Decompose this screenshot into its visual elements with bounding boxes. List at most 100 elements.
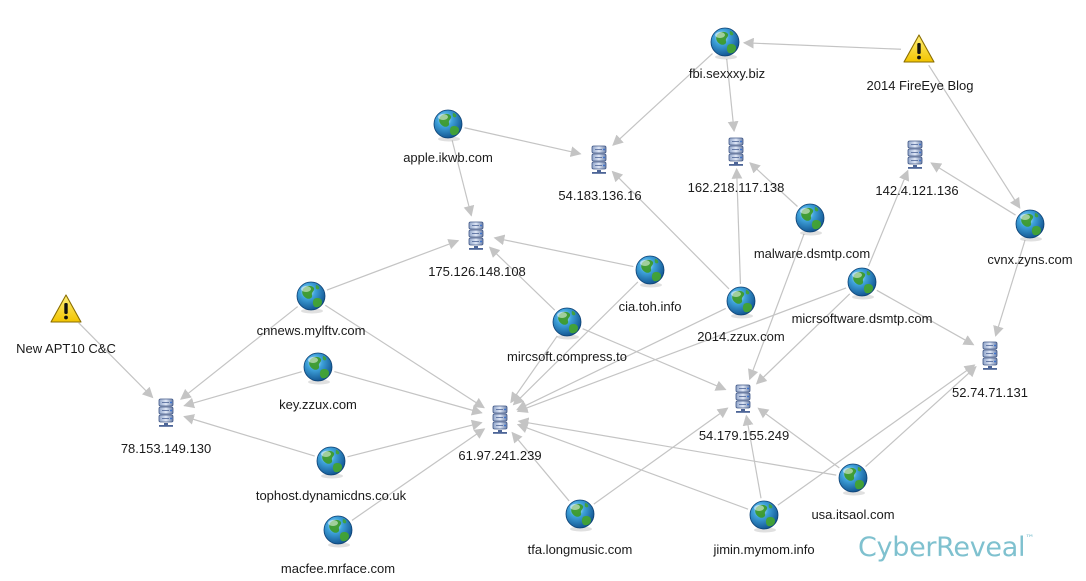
node-jimin[interactable]: jimin.mymom.info (712, 500, 815, 557)
node-label: malware.dsmtp.com (754, 246, 870, 261)
server-icon (735, 384, 751, 413)
edge-fbi-to-ip54183 (612, 53, 713, 146)
edge-cia-to-ip175 (493, 234, 634, 268)
node-label: tophost.dynamicdns.co.uk (256, 488, 407, 503)
globe-icon (795, 203, 825, 236)
node-ip54179[interactable]: 54.179.155.249 (699, 384, 789, 443)
cyberreveal-logo: CyberReveal™ (858, 532, 1034, 563)
node-tfa[interactable]: tfa.longmusic.com (528, 499, 633, 557)
node-ip78[interactable]: 78.153.149.130 (121, 398, 211, 456)
node-label: 54.179.155.249 (699, 428, 789, 443)
node-fbi[interactable]: fbi.sexxxy.biz (689, 27, 765, 81)
node-label: tfa.longmusic.com (528, 542, 633, 557)
node-malware[interactable]: malware.dsmtp.com (754, 203, 870, 261)
edge-micrsoftd-to-ip61 (516, 287, 847, 413)
node-label: cia.toh.info (619, 299, 682, 314)
globe-icon (552, 307, 582, 340)
server-icon (728, 137, 744, 166)
globe-icon (323, 515, 353, 548)
edge-fireeye-to-cvnx (928, 64, 1021, 209)
node-ip5274[interactable]: 52.74.71.131 (952, 341, 1028, 400)
edge-malware-to-ip54179 (748, 233, 805, 381)
edge-mircsoft-to-ip54179 (582, 328, 727, 391)
edge-keyzzux-to-ip78 (183, 371, 302, 409)
node-fireeye[interactable]: 2014 FireEye Blog (867, 34, 974, 93)
globe-icon (635, 255, 665, 288)
edge-keyzzux-to-ip61 (334, 371, 483, 416)
edge-cvnx-to-ip142 (930, 162, 1016, 216)
edge-usa-to-ip61 (517, 417, 837, 476)
node-ip142[interactable]: 142.4.121.136 (875, 140, 959, 198)
server-icon (158, 398, 174, 427)
server-icon (591, 145, 607, 174)
edge-fireeye-to-fbi (742, 37, 902, 50)
node-mircsoft[interactable]: mircsoft.compress.to (507, 307, 627, 364)
globe-icon (1015, 209, 1045, 242)
globe-icon (565, 499, 595, 532)
node-label: 2014.zzux.com (697, 329, 784, 344)
node-label: 175.126.148.108 (428, 264, 526, 279)
edge-jimin-to-ip5274 (777, 364, 976, 506)
edge-cnnews-to-ip78 (180, 306, 299, 400)
edge-tophost-to-ip61 (347, 419, 483, 458)
node-keyzzux[interactable]: key.zzux.com (279, 352, 357, 412)
edge-mircsoft-to-ip61 (510, 335, 558, 404)
edge-usa-to-ip5274 (865, 366, 977, 468)
node-label: 54.183.136.16 (558, 188, 641, 203)
edge-micrsoftd-to-ip54179 (755, 293, 851, 385)
node-label: apple.ikwb.com (403, 150, 493, 165)
node-macfee[interactable]: macfee.mrface.com (281, 515, 395, 576)
node-label: 2014 FireEye Blog (867, 78, 974, 93)
edge-cvnx-to-ip5274 (993, 240, 1026, 337)
server-icon (468, 221, 484, 250)
edge-jimin-to-ip54179 (742, 414, 762, 499)
node-label: micrsoftware.dsmtp.com (792, 311, 933, 326)
edges (78, 37, 1026, 521)
edge-zzux2014-to-ip162 (731, 167, 743, 285)
node-apt10[interactable]: New APT10 C&C (16, 294, 116, 356)
server-icon (492, 405, 508, 434)
edge-tfa-to-ip54179 (593, 407, 729, 505)
node-cvnx[interactable]: cvnx.zyns.com (987, 209, 1073, 267)
node-cia[interactable]: cia.toh.info (619, 255, 682, 314)
globe-icon (433, 109, 463, 142)
edge-jimin-to-ip61 (516, 422, 749, 510)
node-ip54183[interactable]: 54.183.136.16 (558, 145, 642, 203)
globe-icon (296, 281, 326, 314)
edge-usa-to-ip54179 (757, 407, 840, 469)
node-ip175[interactable]: 175.126.148.108 (428, 221, 526, 279)
node-label: key.zzux.com (279, 397, 357, 412)
brand-name: CyberReveal (858, 532, 1026, 563)
edge-mircsoft-to-ip175 (488, 246, 556, 311)
node-apple[interactable]: apple.ikwb.com (403, 109, 493, 165)
edge-cnnews-to-ip175 (326, 239, 460, 291)
node-tophost[interactable]: tophost.dynamicdns.co.uk (256, 446, 407, 503)
server-icon (907, 140, 923, 169)
node-label: 142.4.121.136 (875, 183, 958, 198)
edge-apple-to-ip175 (451, 140, 475, 217)
server-icon (982, 341, 998, 370)
node-zzux2014[interactable]: 2014.zzux.com (697, 286, 785, 344)
globe-icon (710, 27, 740, 60)
node-ip61[interactable]: 61.97.241.239 (458, 405, 542, 463)
warning-icon (903, 34, 935, 63)
edge-zzux2014-to-ip61 (516, 307, 726, 411)
node-cnnews[interactable]: cnnews.mylftv.com (257, 281, 366, 338)
edge-zzux2014-to-ip54183 (611, 170, 730, 290)
node-label: cnnews.mylftv.com (257, 323, 366, 338)
edge-micrsoftd-to-ip142 (867, 169, 910, 267)
node-ip162[interactable]: 162.218.117.138 (688, 137, 785, 195)
node-usa[interactable]: usa.itsaol.com (811, 463, 895, 522)
edge-tophost-to-ip78 (183, 414, 315, 457)
warning-icon (50, 294, 82, 323)
node-label: 52.74.71.131 (952, 385, 1028, 400)
edge-fbi-to-ip162 (726, 58, 739, 133)
nodes: fbi.sexxxy.biz 2014 FireEye Blog apple.ikw… (16, 27, 1073, 576)
edge-apple-to-ip54183 (464, 127, 582, 157)
edge-apt10-to-ip78 (78, 322, 154, 399)
node-label: jimin.mymom.info (712, 542, 814, 557)
node-micrsoftd[interactable]: micrsoftware.dsmtp.com (792, 267, 933, 326)
globe-icon (316, 446, 346, 479)
edge-cia-to-ip61 (512, 281, 639, 406)
